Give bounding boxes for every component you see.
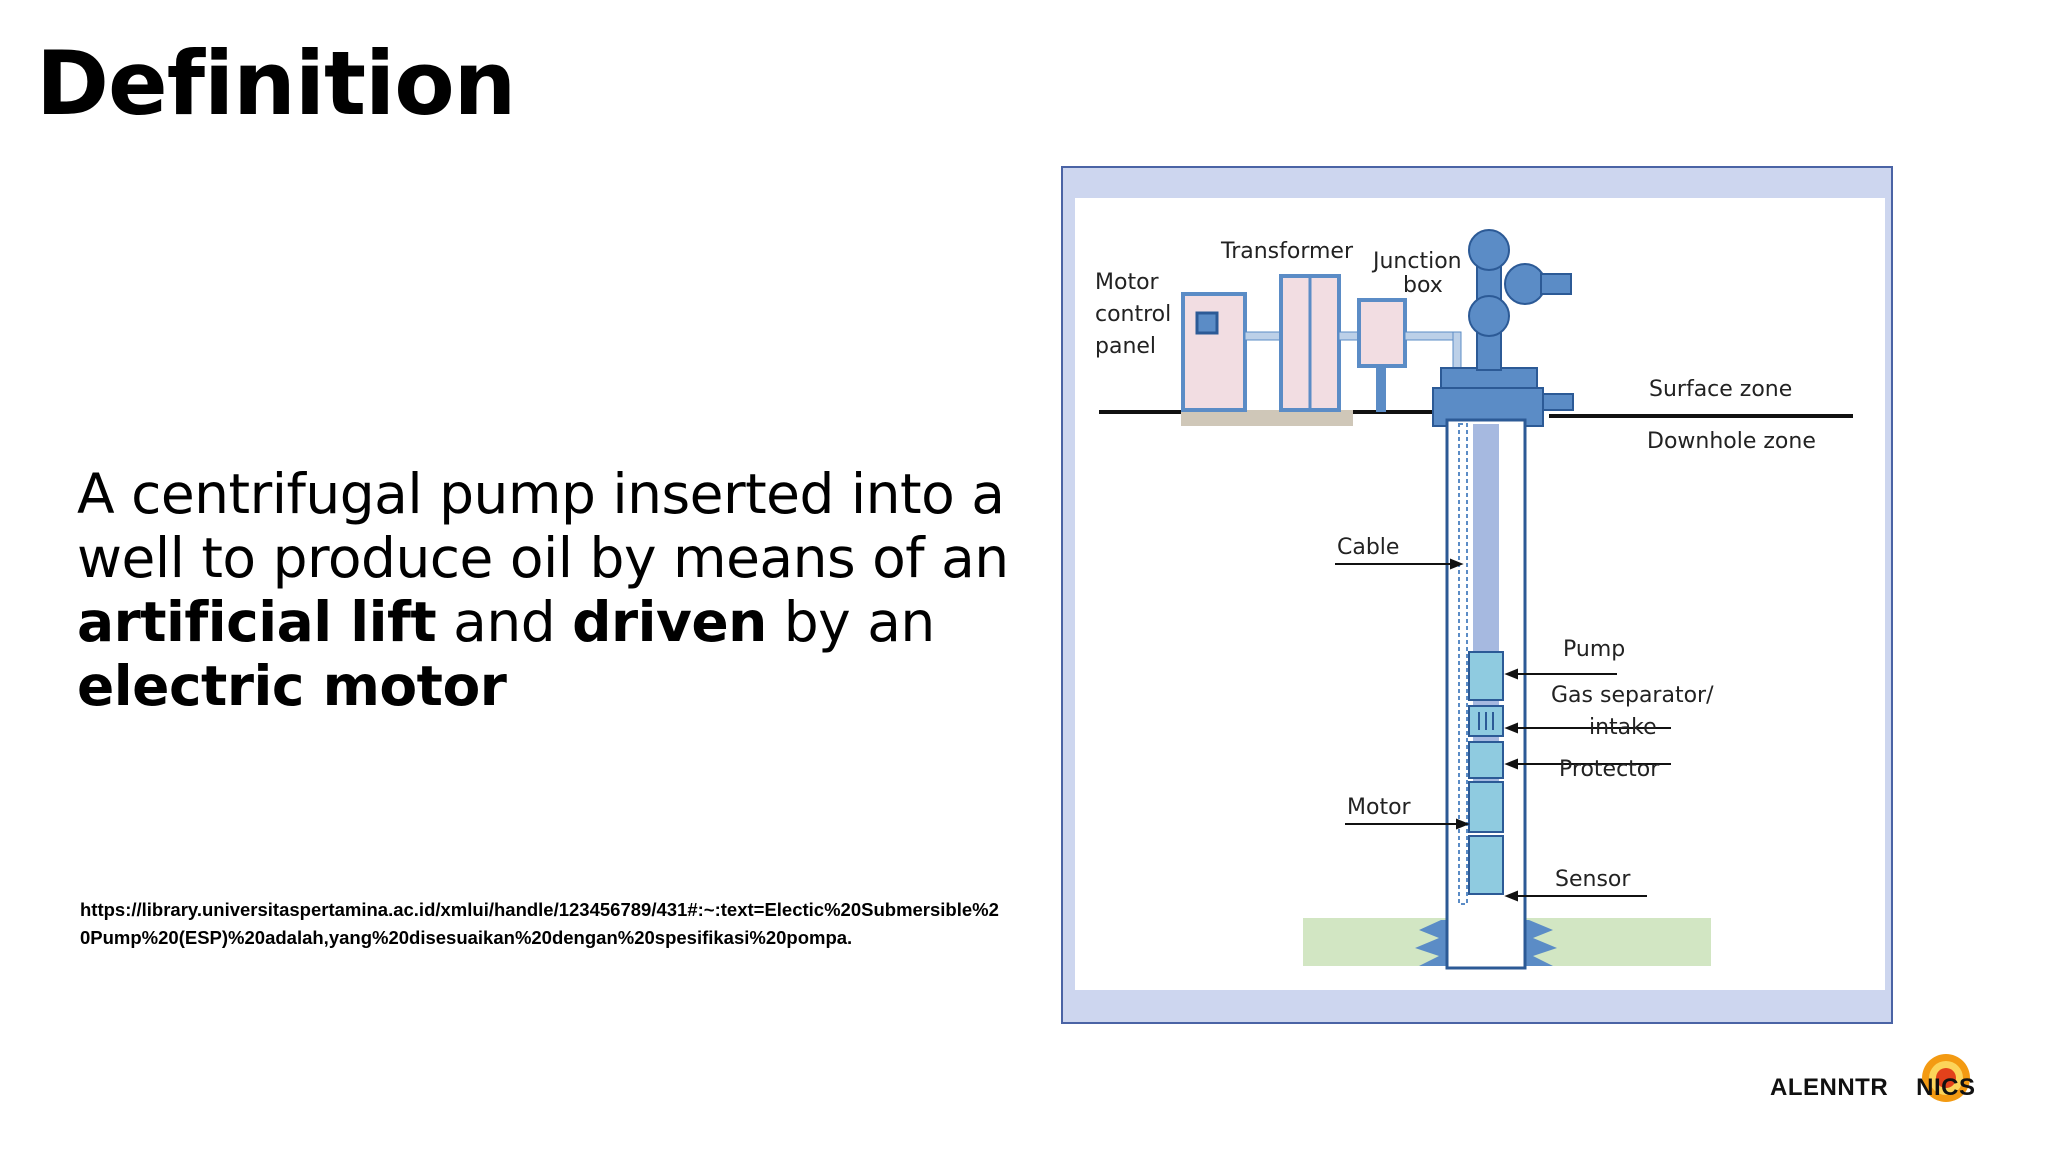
wellhead-outlet bbox=[1542, 393, 1574, 411]
panel-display bbox=[1195, 311, 1219, 335]
cable-arrow-head bbox=[1450, 558, 1464, 570]
label-motor-control-1: Motor bbox=[1095, 270, 1160, 295]
label-protector: Protector bbox=[1559, 757, 1660, 782]
label-gas-separator-1: Gas separator/ bbox=[1551, 683, 1714, 708]
label-gas-separator-2: intake bbox=[1589, 715, 1657, 740]
gas-arrow-head bbox=[1504, 722, 1518, 734]
logo-text-right: NICS bbox=[1916, 1074, 1976, 1101]
perforations-right bbox=[1523, 920, 1557, 966]
definition-text-part: and bbox=[436, 590, 573, 654]
logo-text: ALENNTR NICS bbox=[1770, 1074, 1976, 1102]
wellhead-side-pipe bbox=[1540, 273, 1572, 295]
label-junction-2: box bbox=[1403, 273, 1443, 298]
protector-section bbox=[1468, 741, 1504, 779]
label-cable: Cable bbox=[1337, 535, 1399, 560]
wellhead-flange bbox=[1440, 367, 1538, 391]
panel-cable bbox=[1244, 331, 1284, 341]
logo-sun-svg bbox=[1922, 1054, 1970, 1102]
label-junction-1: Junction bbox=[1371, 249, 1462, 274]
driven-emphasis: driven bbox=[572, 590, 767, 654]
slide-title: Definition bbox=[36, 32, 516, 135]
definition-text-part: A centrifugal pump inserted into a well … bbox=[77, 462, 1009, 590]
definition-text: A centrifugal pump inserted into a well … bbox=[77, 462, 1037, 718]
artificial-lift-emphasis: artificial lift bbox=[77, 590, 437, 654]
label-motor: Motor bbox=[1347, 795, 1412, 820]
label-pump: Pump bbox=[1563, 637, 1625, 662]
protector-arrow-head bbox=[1504, 758, 1518, 770]
label-transformer: Transformer bbox=[1220, 239, 1354, 264]
label-sensor: Sensor bbox=[1555, 867, 1631, 892]
panel-base bbox=[1181, 410, 1353, 426]
sensor-arrow-head bbox=[1504, 890, 1518, 902]
motor-control-panel bbox=[1181, 292, 1247, 412]
junction-box bbox=[1357, 298, 1407, 368]
pump-stage bbox=[1468, 651, 1504, 701]
logo-text-left: ALENNTR bbox=[1770, 1074, 1889, 1101]
logo-sun-icon bbox=[1920, 1052, 1972, 1104]
wellhead-valve-side bbox=[1504, 263, 1546, 305]
junction-post bbox=[1376, 366, 1386, 412]
gas-separator bbox=[1468, 705, 1504, 737]
power-cable bbox=[1458, 423, 1468, 905]
alenntronics-logo: ALENNTR NICS bbox=[1770, 1052, 2010, 1108]
electric-motor-emphasis: electric motor bbox=[77, 654, 507, 718]
wellhead-valve-top bbox=[1468, 229, 1510, 271]
logo-sun-core bbox=[1936, 1068, 1956, 1088]
sensor-section bbox=[1468, 835, 1504, 895]
label-motor-control-3: panel bbox=[1095, 334, 1156, 359]
label-motor-control-2: control bbox=[1095, 302, 1171, 327]
motor-arrow-head bbox=[1456, 818, 1470, 830]
esp-diagram: Motor control panel Transformer Junction… bbox=[1061, 166, 1893, 1024]
definition-text-part: by an bbox=[766, 590, 936, 654]
pump-arrow-head bbox=[1504, 668, 1518, 680]
label-surface-zone: Surface zone bbox=[1649, 377, 1792, 402]
wellhead-valve-mid bbox=[1468, 295, 1510, 337]
motor-section bbox=[1468, 781, 1504, 833]
perforations-left bbox=[1415, 920, 1447, 966]
reference-link[interactable]: https://library.universitaspertamina.ac.… bbox=[80, 899, 999, 948]
label-downhole-zone: Downhole zone bbox=[1647, 429, 1816, 454]
esp-diagram-svg: Motor control panel Transformer Junction… bbox=[1075, 198, 1885, 990]
